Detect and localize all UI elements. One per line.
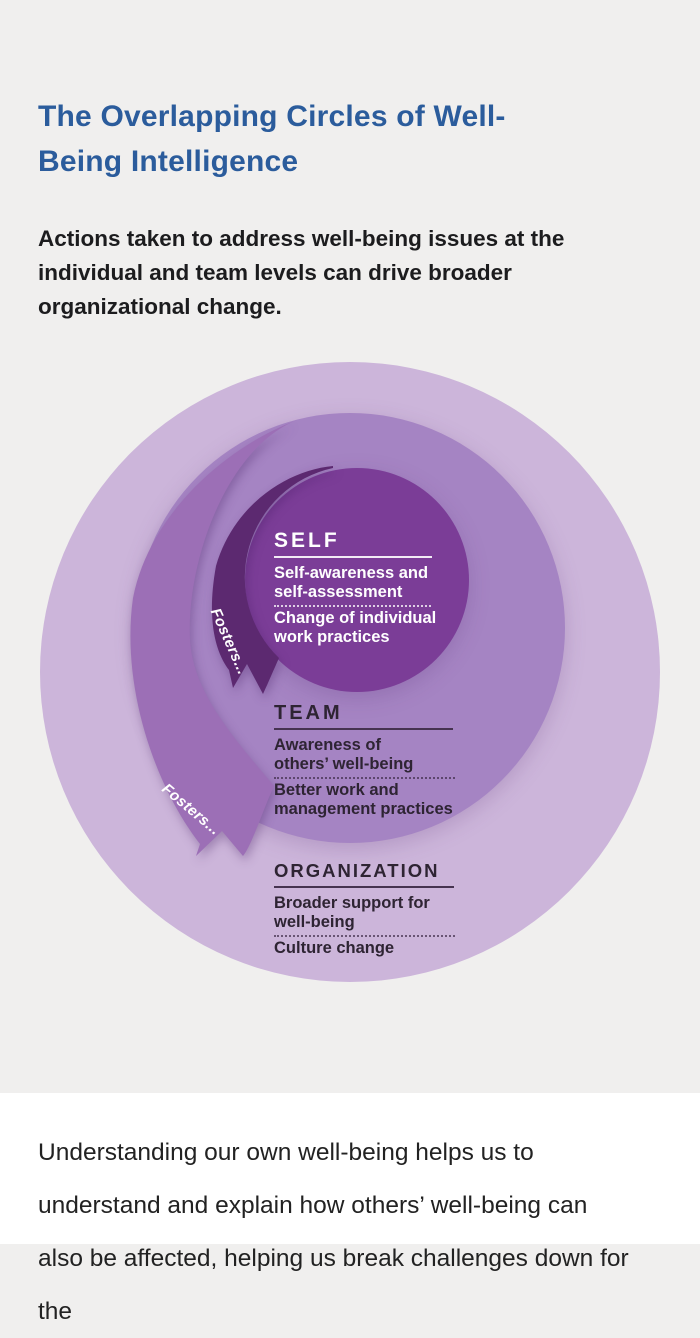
- self-dotted-divider: [274, 605, 431, 607]
- footer-paragraph-line2: understand and explain how others’ well-…: [38, 1192, 588, 1219]
- team-item-line: management practices: [274, 800, 453, 818]
- footer-paragraph-line1: Understanding our own well-being helps u…: [38, 1139, 534, 1166]
- self-rule: [274, 556, 432, 558]
- page-title-line1: The Overlapping Circles of Well-: [38, 100, 506, 133]
- team-block: TEAM Awareness of others’ well-being Bet…: [274, 703, 484, 819]
- footer-section: Understanding our own well-being helps u…: [0, 1093, 700, 1325]
- page-subtitle-line3: organizational change.: [38, 294, 282, 319]
- page-title-line2: Being Intelligence: [38, 145, 299, 178]
- self-circle: [245, 468, 469, 692]
- page-subtitle: Actions taken to address well-being issu…: [38, 222, 638, 324]
- page-title: The Overlapping Circles of Well- Being I…: [38, 94, 638, 184]
- team-item-line: others’ well-being: [274, 755, 414, 773]
- organization-item-line: Broader support for: [274, 893, 430, 912]
- footer-paragraph: Understanding our own well-being helps u…: [38, 1126, 668, 1338]
- organization-rule: [274, 885, 454, 888]
- organization-heading: ORGANIZATION: [274, 860, 440, 881]
- self-item-line: self-assessment: [274, 583, 403, 601]
- team-item-line: Awareness of: [274, 736, 381, 754]
- page-subtitle-line1: Actions taken to address well-being issu…: [38, 226, 565, 251]
- fosters-arrow-outer: [130, 420, 297, 856]
- team-rule: [274, 728, 453, 730]
- team-item-line: Better work and: [274, 781, 399, 799]
- self-item-line: Change of individual: [274, 609, 437, 627]
- organization-item-line: Culture change: [274, 938, 395, 957]
- organization-block: ORGANIZATION Broader support for well-be…: [274, 860, 484, 958]
- self-item-line: Self-awareness and: [274, 564, 429, 582]
- self-heading: SELF: [274, 529, 340, 552]
- self-item-line: work practices: [274, 628, 390, 646]
- organization-dotted-divider: [274, 934, 455, 937]
- page-subtitle-line2: individual and team levels can drive bro…: [38, 260, 512, 285]
- circles-graphic: [40, 362, 660, 982]
- self-block: SELF Self-awareness and self-assessment …: [274, 530, 484, 647]
- footer-paragraph-line3: also be affected, helping us break chall…: [38, 1245, 629, 1325]
- well-being-circles-diagram: SELF Self-awareness and self-assessment …: [40, 362, 660, 982]
- organization-item-line: well-being: [274, 912, 355, 931]
- team-heading: TEAM: [274, 702, 343, 724]
- team-dotted-divider: [274, 777, 455, 779]
- fosters-arrow-inner: [211, 466, 333, 694]
